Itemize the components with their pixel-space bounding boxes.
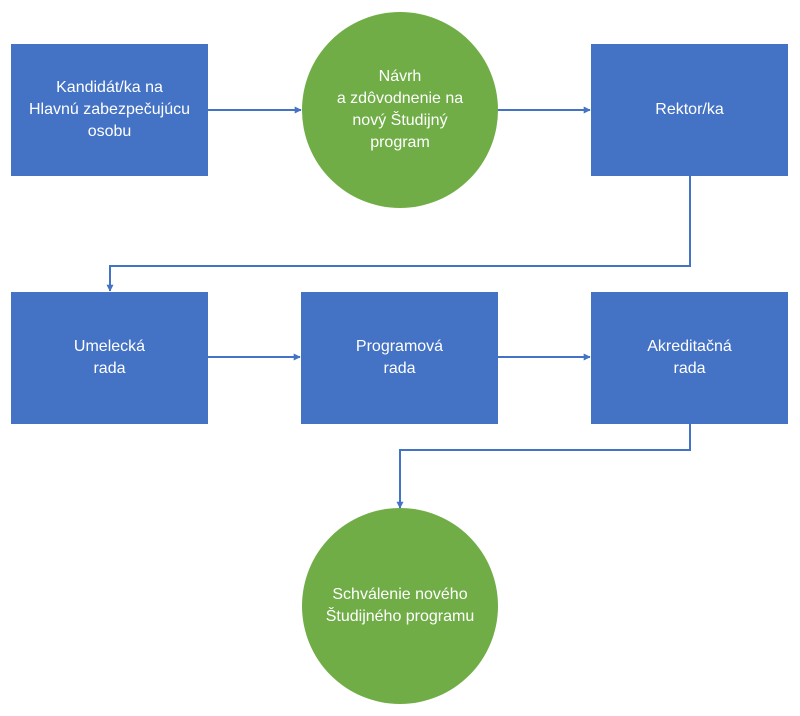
proposal-label: Návrh a zdôvodnenie na nový Študijný pro… (336, 68, 464, 151)
program-council-box: Programová rada (301, 292, 498, 424)
accreditation-council-label: Akreditačná rada (647, 338, 732, 377)
arrow-accreditation-to-approval (396, 424, 691, 509)
approval-circle: Schválenie nového Študijného programu (302, 508, 498, 704)
arrow-rector-to-art-council (106, 176, 691, 292)
candidate-label: Kandidát/ka na Hlavnú zabezpečujúcu osob… (29, 79, 190, 140)
art-council-label: Umelecká rada (73, 338, 146, 377)
program-council-label: Programová rada (355, 338, 444, 377)
accreditation-council-box: Akreditačná rada (591, 292, 788, 424)
approval-label: Schválenie nového Študijného programu (325, 586, 475, 625)
rector-label: Rektor/ka (655, 101, 724, 118)
proposal-circle: Návrh a zdôvodnenie na nový Študijný pro… (302, 12, 498, 208)
rector-box: Rektor/ka (591, 44, 788, 176)
art-council-box: Umelecká rada (11, 292, 208, 424)
candidate-box: Kandidát/ka na Hlavnú zabezpečujúcu osob… (11, 44, 208, 176)
